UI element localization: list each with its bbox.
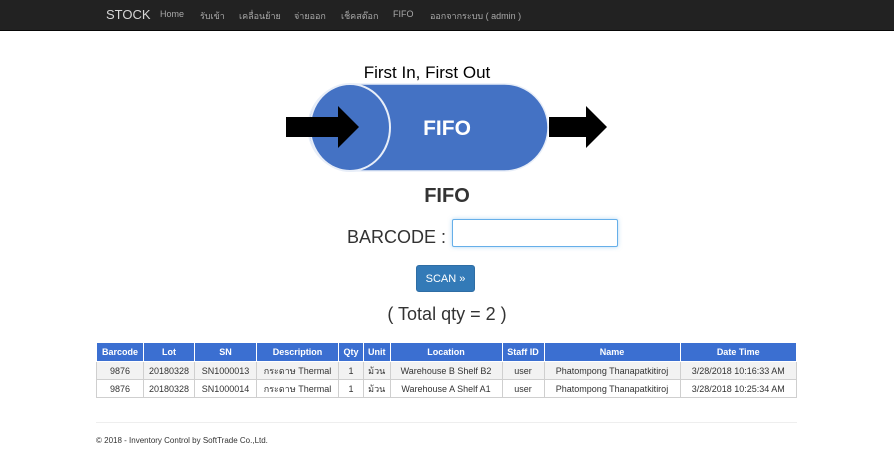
cell-sn: SN1000013 <box>194 361 257 380</box>
table-row: 9876 20180328 SN1000014 กระดาษ Thermal 1… <box>96 379 797 398</box>
scan-button[interactable]: SCAN » <box>416 265 475 292</box>
arrow-out-icon <box>549 106 607 148</box>
barcode-label: BARCODE : <box>347 227 447 247</box>
col-description: Description <box>256 342 339 362</box>
brand-link[interactable]: STOCK <box>106 7 151 22</box>
cell-datetime: 3/28/2018 10:16:33 AM <box>679 361 797 380</box>
col-staff-id: Staff ID <box>501 342 545 362</box>
col-sn: SN <box>194 342 257 362</box>
barcode-input[interactable] <box>452 219 618 247</box>
cell-qty: 1 <box>338 379 364 398</box>
nav-receive[interactable]: รับเข้า <box>200 11 225 21</box>
cell-staff-id: user <box>501 361 545 380</box>
cell-description: กระดาษ Thermal <box>256 361 339 380</box>
arrow-in-icon <box>286 106 359 148</box>
cell-sn: SN1000014 <box>194 379 257 398</box>
fifo-diagram: First In, First Out FIFO <box>286 63 607 172</box>
cell-qty: 1 <box>338 361 364 380</box>
nav-stock-check[interactable]: เช็คสต๊อก <box>341 11 379 21</box>
cell-lot: 20180328 <box>143 379 195 398</box>
cell-barcode: 9876 <box>96 379 144 398</box>
col-barcode: Barcode <box>96 342 144 362</box>
fifo-diagram-title: First In, First Out <box>364 63 491 82</box>
col-unit: Unit <box>363 342 391 362</box>
cell-location: Warehouse B Shelf B2 <box>389 361 503 380</box>
cell-description: กระดาษ Thermal <box>256 379 339 398</box>
pipe-label: FIFO <box>423 117 471 140</box>
cell-unit: ม้วน <box>363 379 391 398</box>
footer-divider <box>96 422 797 423</box>
col-lot: Lot <box>143 342 195 362</box>
cell-name: Phatompong Thanapatkitiroj <box>543 361 681 380</box>
col-name: Name <box>543 342 681 362</box>
cell-location: Warehouse A Shelf A1 <box>389 379 503 398</box>
cell-staff-id: user <box>501 379 545 398</box>
nav-logout[interactable]: ออกจากระบบ ( admin ) <box>430 11 522 21</box>
nav-fifo[interactable]: FIFO <box>393 9 414 19</box>
total-qty-text: ( Total qty = 2 ) <box>387 304 507 324</box>
nav-home[interactable]: Home <box>160 9 185 19</box>
nav-transfer[interactable]: เคลื่อนย้าย <box>239 11 281 21</box>
footer-text: © 2018 - Inventory Control by SoftTrade … <box>96 436 268 445</box>
cell-name: Phatompong Thanapatkitiroj <box>543 379 681 398</box>
fifo-results-table: Barcode Lot SN Description Qty Unit Loca… <box>96 342 797 398</box>
cell-barcode: 9876 <box>96 361 144 380</box>
cell-unit: ม้วน <box>363 361 391 380</box>
col-datetime: Date Time <box>679 342 797 362</box>
cell-lot: 20180328 <box>143 361 195 380</box>
col-location: Location <box>389 342 503 362</box>
page-title: FIFO <box>424 185 470 207</box>
cell-datetime: 3/28/2018 10:25:34 AM <box>679 379 797 398</box>
nav-issue[interactable]: จ่ายออก <box>294 11 326 21</box>
col-qty: Qty <box>338 342 364 362</box>
table-header-row: Barcode Lot SN Description Qty Unit Loca… <box>96 342 797 362</box>
top-navbar: STOCK Home รับเข้า เคลื่อนย้าย จ่ายออก เ… <box>0 0 894 31</box>
table-row: 9876 20180328 SN1000013 กระดาษ Thermal 1… <box>96 361 797 380</box>
